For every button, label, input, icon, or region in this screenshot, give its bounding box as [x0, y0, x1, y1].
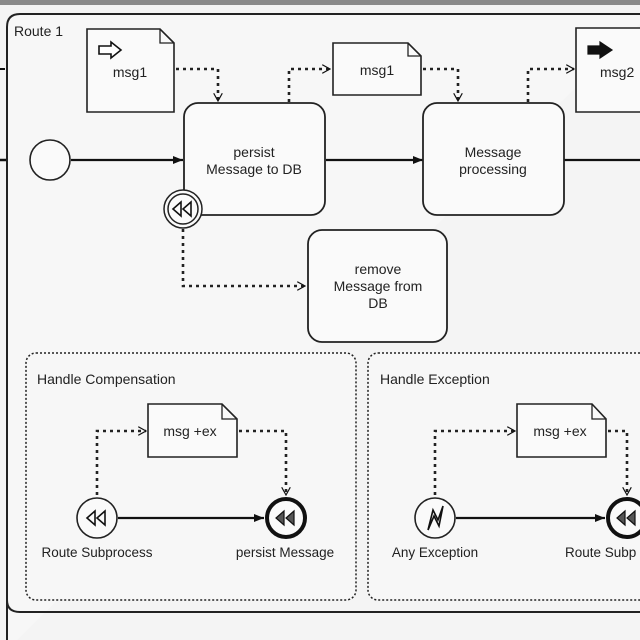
event-label: persist Message — [236, 545, 334, 560]
incoming-flows — [0, 68, 7, 162]
output-arrow-icon — [587, 40, 614, 60]
task-persist-message[interactable]: persist Message to DB — [183, 102, 326, 216]
data-object-label: msg1 — [113, 64, 147, 80]
data-associations-top — [176, 69, 574, 102]
rewind-icon — [171, 200, 192, 218]
task-label-line: processing — [459, 161, 527, 177]
data-object-label: msg2 — [600, 64, 634, 80]
event-label: Route Subp — [565, 545, 636, 560]
data-object-label: msg +ex — [533, 423, 586, 439]
association-msg-ex-to-end — [239, 429, 286, 495]
task-message-processing[interactable]: Message processing — [422, 102, 565, 216]
subprocess-handle-exception[interactable]: Handle Exception msg +ex Any Exception R… — [367, 352, 640, 601]
event-label: Route Subprocess — [41, 545, 152, 560]
association-start-to-msg-ex — [95, 431, 146, 495]
task-label-line: Message from — [334, 278, 423, 294]
association-compensation-to-remove — [181, 229, 305, 286]
task-label-line: persist — [233, 144, 274, 160]
rewind-filled-icon — [275, 509, 295, 527]
task-label-line: Message — [465, 144, 522, 160]
data-object-msg2-output[interactable]: msg2 — [575, 27, 640, 113]
compensation-start-event[interactable] — [76, 497, 118, 539]
subprocess-handle-compensation[interactable]: Handle Compensation msg +ex Route Subpro… — [25, 352, 357, 601]
association-msg1-to-processing — [423, 67, 458, 101]
data-object-msg1-input[interactable]: msg1 — [86, 28, 175, 113]
rewind-icon — [85, 509, 106, 527]
lightning-error-icon — [427, 505, 444, 531]
pool-bottom-border — [6, 599, 640, 613]
rewind-filled-icon — [616, 509, 636, 527]
event-label: Any Exception — [392, 545, 478, 560]
task-label-line: remove — [355, 261, 402, 277]
data-object-label: msg1 — [360, 62, 394, 78]
subprocess-label: Handle Exception — [380, 371, 490, 387]
task-remove-message[interactable]: remove Message from DB — [307, 229, 448, 343]
input-arrow-icon — [98, 40, 123, 60]
start-event[interactable] — [29, 139, 71, 181]
window-top-border — [0, 0, 640, 5]
association-exception-to-msg-ex — [433, 431, 515, 495]
compensation-end-event[interactable] — [606, 497, 640, 539]
association-msg1-to-persist — [176, 67, 218, 101]
task-label-line: DB — [368, 295, 387, 311]
error-start-event[interactable] — [414, 497, 456, 539]
association-processing-to-msg2 — [526, 69, 574, 102]
task-label-line: Message to DB — [206, 161, 302, 177]
compensation-end-event[interactable] — [265, 497, 307, 539]
compensation-boundary-event[interactable] — [163, 189, 203, 229]
subprocess-label: Handle Compensation — [37, 371, 176, 387]
data-object-msg-ex[interactable]: msg +ex — [516, 403, 607, 458]
data-object-msg-ex[interactable]: msg +ex — [147, 403, 238, 458]
pool-label: Route 1 — [14, 23, 63, 39]
data-object-msg1-mid[interactable]: msg1 — [332, 42, 422, 96]
data-object-label: msg +ex — [163, 423, 216, 439]
